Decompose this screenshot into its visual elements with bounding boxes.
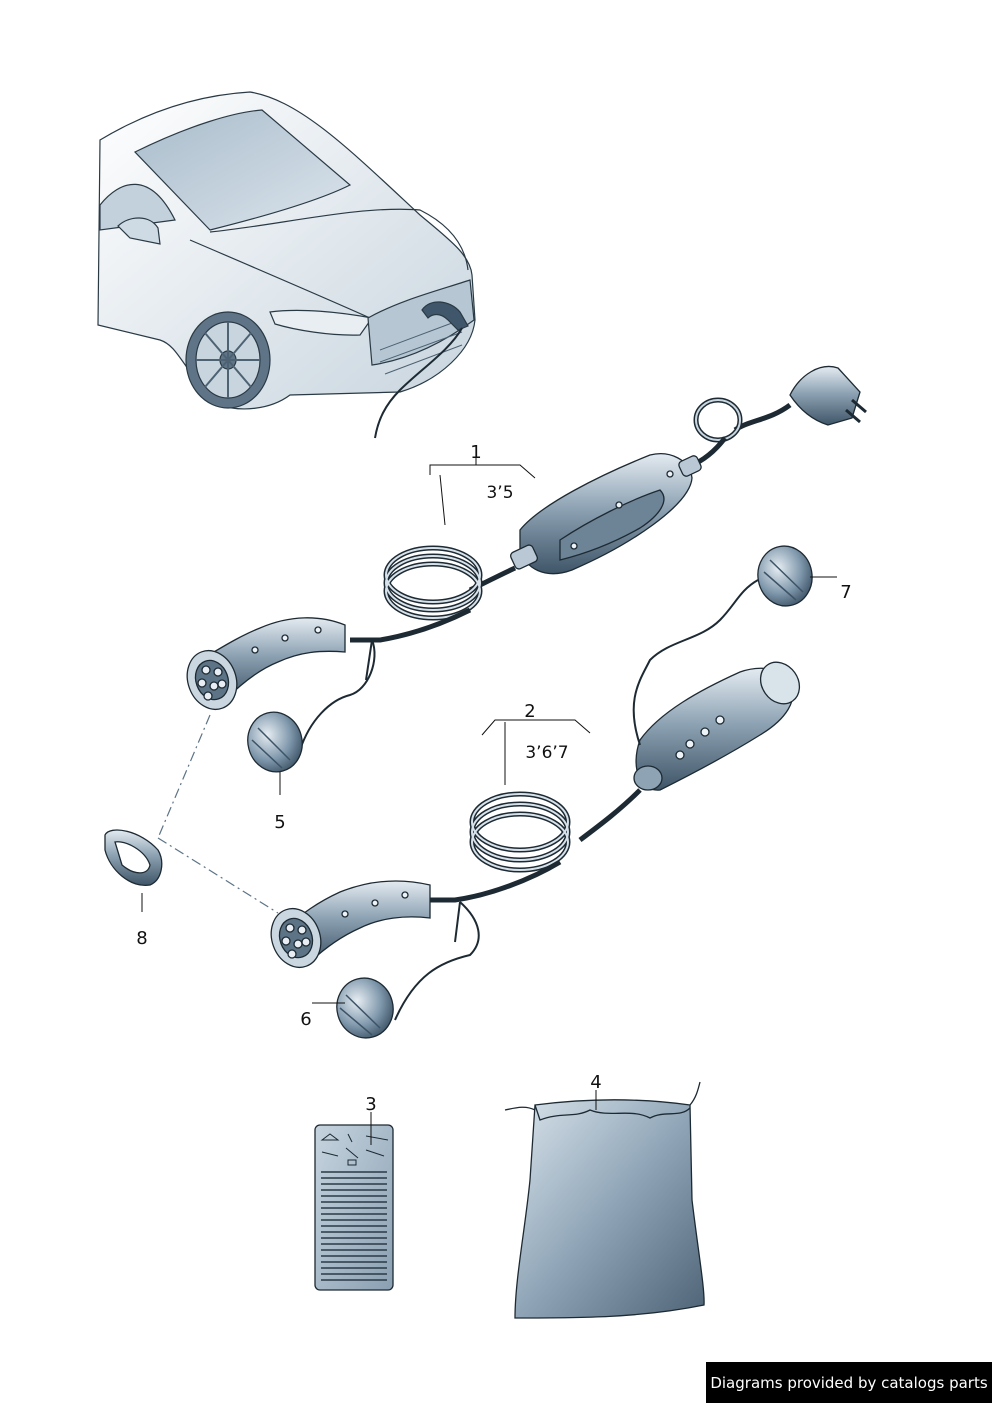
callout-1-note: 3’5	[486, 483, 513, 503]
callout-3: 3	[365, 1094, 377, 1145]
info-card-3	[314, 1124, 394, 1291]
charging-cable-1	[186, 366, 867, 751]
callout-2: 2 3’6’7	[481, 701, 591, 785]
callout-2-label: 2	[524, 701, 535, 722]
callout-1-label: 1	[470, 442, 481, 463]
callout-7-label: 7	[840, 582, 851, 603]
callout-5: 5	[274, 772, 286, 833]
callout-1: 1 3’5	[429, 442, 536, 526]
callout-6: 6	[300, 1002, 345, 1030]
charging-port-plug	[421, 301, 469, 331]
cable-holder-8	[104, 829, 163, 886]
callout-3-label: 3	[365, 1094, 376, 1115]
callout-8: 8	[136, 893, 148, 949]
callout-8-label: 8	[136, 928, 147, 949]
front-wheel	[185, 311, 271, 409]
credit-banner: Diagrams provided by catalogs parts	[706, 1362, 992, 1403]
front-grille	[367, 279, 475, 366]
callout-4: 4	[590, 1072, 602, 1110]
charging-cable-2	[270, 579, 801, 1021]
callout-5-label: 5	[274, 812, 285, 833]
windshield	[133, 109, 352, 231]
callout-7: 7	[810, 576, 852, 603]
station-connector	[635, 667, 794, 791]
headlight	[269, 309, 374, 336]
vehicle-front-illustration	[97, 91, 476, 439]
protective-cap-5	[247, 711, 303, 773]
callout-4-label: 4	[590, 1072, 601, 1093]
storage-bag-4	[504, 1081, 705, 1319]
callout-6-label: 6	[300, 1009, 311, 1030]
assembly-lines	[157, 714, 279, 914]
side-mirror	[117, 217, 161, 245]
protective-cap-7	[757, 545, 813, 607]
protective-cap-6	[336, 977, 394, 1039]
mains-plug	[789, 366, 861, 426]
callout-2-note: 3’6’7	[525, 743, 568, 763]
